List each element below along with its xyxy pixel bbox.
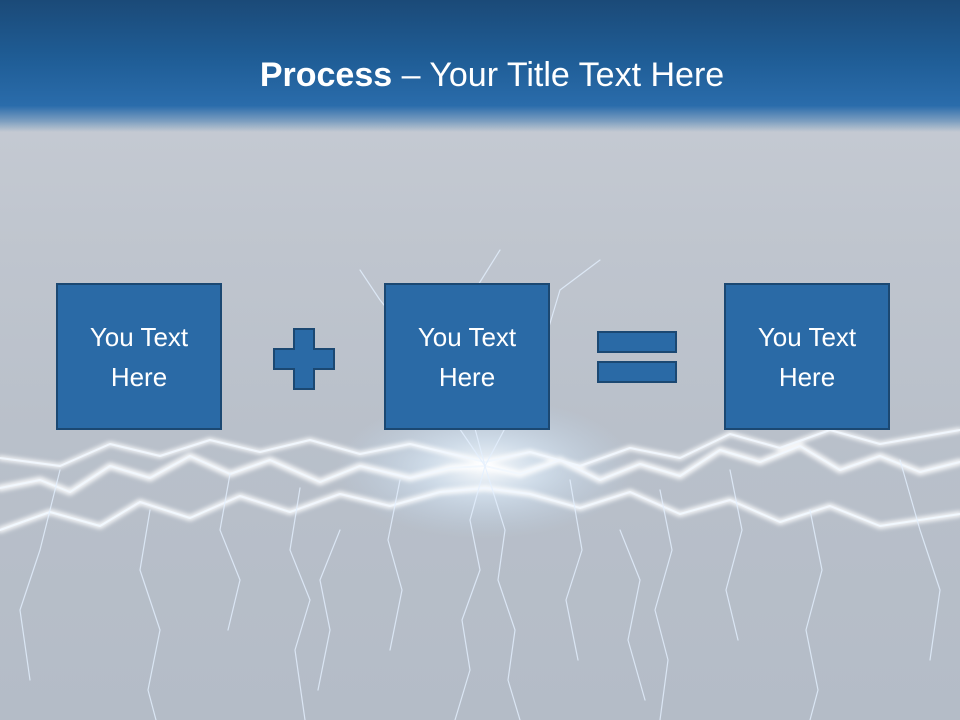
process-box-2: You Text Here [384,283,550,430]
title-bold-text: Process [259,56,393,94]
process-box-2-label: You Text Here [417,321,517,392]
slide-title: Process – Your Title Text Here [0,54,960,96]
equals-icon [597,331,677,383]
process-box-1-label: You Text Here [89,321,189,392]
plus-icon [273,328,335,390]
header-band [0,0,960,132]
title-rest-text: – Your Title Text Here [392,56,725,94]
process-box-1: You Text Here [56,283,222,430]
process-box-3: You Text Here [724,283,890,430]
process-box-3-label: You Text Here [757,321,857,392]
